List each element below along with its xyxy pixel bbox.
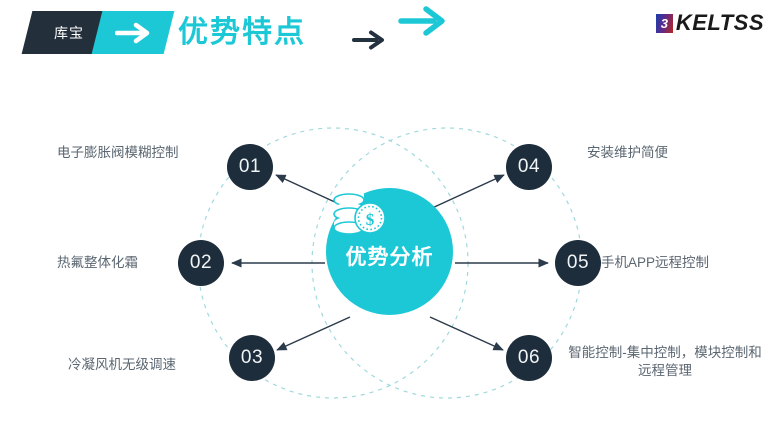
node-label-06: 智能控制-集中控制，模块控制和远程管理 (568, 345, 762, 378)
connector-04 (429, 174, 505, 210)
arrow-right-icon (97, 11, 169, 54)
page-title: 优势特点 (178, 16, 306, 49)
hub-circle: $ 优势分析 (326, 188, 453, 315)
node-04[interactable]: 04 (506, 144, 552, 190)
connector-03 (276, 316, 351, 351)
node-06[interactable]: 06 (506, 335, 552, 381)
logo-text: KELTSS (675, 10, 764, 35)
node-number: 01 (238, 156, 262, 177)
node-label-04: 安装维护简便 (587, 145, 668, 160)
node-label-02: 热氟整体化霜 (57, 255, 138, 270)
advantage-diagram: $ 优势分析 01 02 03 04 05 06 电子膨胀阀模糊控制 热氟整体化… (0, 78, 778, 438)
node-label-01: 电子膨胀阀模糊控制 (57, 145, 179, 160)
svg-text:$: $ (366, 210, 375, 229)
arrow-right-icon (352, 28, 388, 57)
node-number: 06 (517, 347, 541, 368)
node-label-05: 手机APP远程控制 (601, 255, 710, 270)
page-header: 库宝 优势特点 3 KELTSS (0, 0, 778, 78)
arrow-right-icon (398, 2, 450, 41)
node-01[interactable]: 01 (227, 144, 273, 190)
hub-label: 优势分析 (345, 245, 434, 269)
node-number: 03 (240, 347, 264, 368)
node-05[interactable]: 05 (555, 240, 601, 286)
node-03[interactable]: 03 (229, 335, 275, 381)
brand-tag-label: 库宝 (54, 24, 84, 41)
node-label-03: 冷凝风机无级调速 (68, 357, 176, 372)
connector-06 (429, 316, 504, 351)
node-number: 02 (189, 252, 213, 273)
node-02[interactable]: 02 (178, 240, 224, 286)
company-logo: 3 KELTSS (655, 10, 764, 36)
logo-mark-icon: 3 (655, 13, 673, 33)
node-number: 05 (566, 252, 590, 273)
node-number: 04 (517, 156, 541, 177)
